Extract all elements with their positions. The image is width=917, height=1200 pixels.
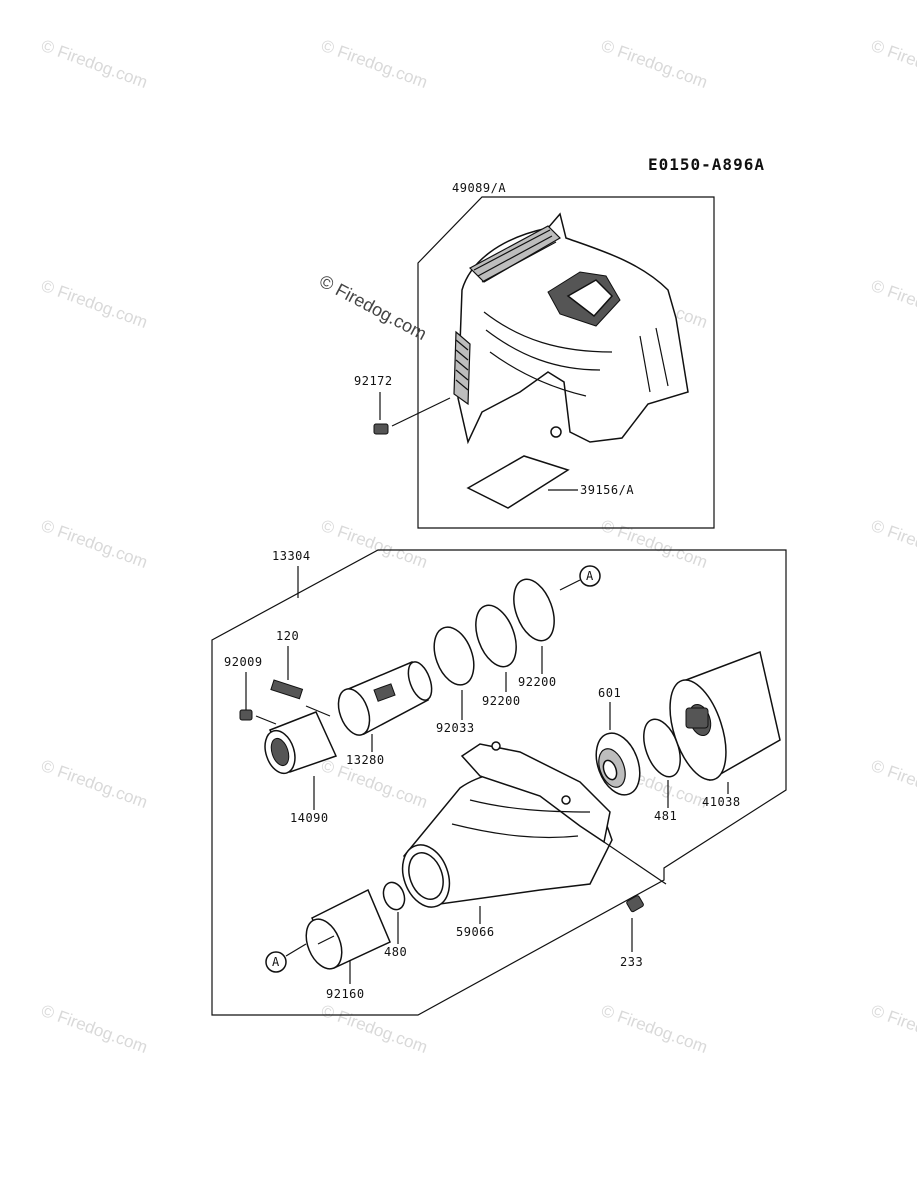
- callout-a-bottom-text: A: [272, 955, 280, 969]
- callout-a-bottom: A: [265, 943, 307, 973]
- watermark: © Firedog.com: [869, 1001, 917, 1057]
- fan-housing-59066: 59066: [401, 741, 613, 939]
- engine-cover: [453, 212, 689, 445]
- adaptor-92160: 92160: [305, 888, 391, 1001]
- label-13280: 13280: [346, 753, 385, 767]
- callout-a-top: A: [559, 565, 601, 591]
- label-41038: 41038: [702, 795, 741, 809]
- bolt-120: 120: [270, 629, 304, 700]
- ring-92200-b: 92200: [513, 578, 557, 689]
- watermark: © Firedog.com: [319, 1001, 430, 1057]
- label-92160: 92160: [326, 987, 365, 1001]
- label-39156: 39156/A: [580, 483, 634, 497]
- label-49089: 49089/A: [452, 181, 506, 195]
- cover-group: 49089/A © Firedog.com 92172 39: [316, 181, 715, 529]
- blower-group: 13304 120 92009 13280: [211, 549, 787, 1016]
- label-sheet-39156: 39156/A: [466, 455, 634, 509]
- label-92200-b: 92200: [518, 675, 557, 689]
- cover-group-frame: [417, 196, 715, 529]
- label-92200-a: 92200: [482, 694, 521, 708]
- label-14090: 14090: [290, 811, 329, 825]
- watermark: © Firedog.com: [39, 1001, 150, 1057]
- watermark: © Firedog.com: [319, 36, 430, 92]
- screw-233: 233: [603, 841, 667, 969]
- blower-group-frame: [211, 549, 787, 1016]
- label-601: 601: [598, 686, 621, 700]
- watermark: © Firedog.com: [39, 36, 150, 92]
- screw-92009: 92009: [224, 655, 277, 725]
- watermark: © Firedog.com: [599, 1001, 710, 1057]
- drum-41038: 41038: [669, 650, 781, 809]
- screw-92172: 92172: [354, 374, 451, 435]
- watermark: © Firedog.com: [39, 756, 150, 812]
- label-481: 481: [654, 809, 677, 823]
- callout-a-top-text: A: [586, 569, 594, 583]
- label-120: 120: [276, 629, 299, 643]
- label-480: 480: [384, 945, 407, 959]
- label-92033: 92033: [436, 721, 475, 735]
- label-233: 233: [620, 955, 643, 969]
- bearing-601: 601: [595, 686, 641, 796]
- ring-92200-a: 92200: [475, 604, 521, 708]
- bushing-14090: 14090: [264, 711, 338, 825]
- watermark: © Firedog.com: [869, 756, 917, 812]
- watermark: © Firedog.com: [599, 516, 710, 572]
- watermark: © Firedog.com: [869, 36, 917, 92]
- watermark: © Firedog.com: [869, 516, 917, 572]
- label-92172: 92172: [354, 374, 393, 388]
- watermark: © Firedog.com: [39, 276, 150, 332]
- label-92009: 92009: [224, 655, 263, 669]
- watermark: © Firedog.com: [319, 516, 430, 572]
- sleeve-13280: 13280: [305, 661, 433, 767]
- watermark: © Firedog.com: [599, 36, 710, 92]
- watermark: © Firedog.com: [869, 276, 917, 332]
- watermark-large: © Firedog.com: [316, 271, 430, 344]
- label-59066: 59066: [456, 925, 495, 939]
- watermark: © Firedog.com: [39, 516, 150, 572]
- circlip-92033: 92033: [433, 626, 475, 735]
- diagram-code: E0150-A896A: [648, 155, 765, 174]
- label-13304: 13304: [272, 549, 311, 563]
- ring-480: 480: [382, 881, 407, 959]
- circlip-481: 481: [643, 718, 681, 823]
